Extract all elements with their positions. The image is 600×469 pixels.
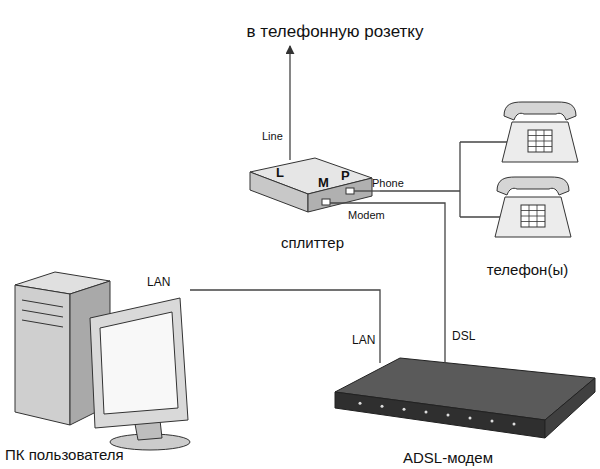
telephone-illustration <box>502 102 578 162</box>
port-label: P <box>341 169 350 182</box>
node-caption: ПК пользователя <box>5 446 190 463</box>
modem-side <box>545 378 595 438</box>
port-label: LAN <box>352 334 375 346</box>
modem-port-stub <box>330 202 380 203</box>
port-label: Modem <box>348 210 385 221</box>
cable-connector <box>289 46 290 160</box>
drive-bay <box>22 320 63 327</box>
telephone-illustration <box>495 177 571 237</box>
splitter-right-face <box>308 178 372 212</box>
modem-illustration <box>335 358 595 438</box>
phone-port <box>346 188 354 194</box>
cable-connector <box>380 203 445 363</box>
port-label: Phone <box>372 178 404 189</box>
phone-branch <box>459 142 460 217</box>
port-label: DSL <box>452 330 475 342</box>
user-pc: ПК пользователя <box>5 268 190 467</box>
monitor-screen <box>100 312 178 414</box>
phone-branch <box>460 141 507 142</box>
phone-branch <box>460 216 500 217</box>
splitter-illustration <box>250 158 372 212</box>
adsl-modem: ADSL-модем <box>330 363 595 467</box>
pc-tower-front <box>15 285 70 425</box>
phone-port-stub <box>354 190 380 191</box>
drive-bay <box>22 310 63 317</box>
node-caption: сплиттер <box>245 234 380 251</box>
monitor-frame <box>90 298 188 428</box>
port-label: LAN <box>147 276 170 288</box>
cable-connector <box>380 190 460 191</box>
modem-leds <box>359 402 516 426</box>
wire-stubs <box>330 142 507 217</box>
node-caption: ADSL-модем <box>330 449 566 466</box>
node-caption: телефон(ы) <box>460 261 595 278</box>
telephone-set: телефон(ы) <box>460 85 595 285</box>
modem-port <box>322 199 330 205</box>
splitter-device: сплиттер <box>245 160 380 255</box>
port-label: Line <box>262 131 283 142</box>
drive-bay <box>22 300 63 307</box>
socket-target: в телефонную розетку <box>215 20 455 46</box>
node-caption: в телефонную розетку <box>215 22 455 42</box>
pc-illustration <box>15 272 190 450</box>
cable-connector <box>190 290 380 363</box>
modem-front <box>335 392 545 438</box>
port-label: M <box>318 176 329 189</box>
port-label: L <box>276 166 284 179</box>
